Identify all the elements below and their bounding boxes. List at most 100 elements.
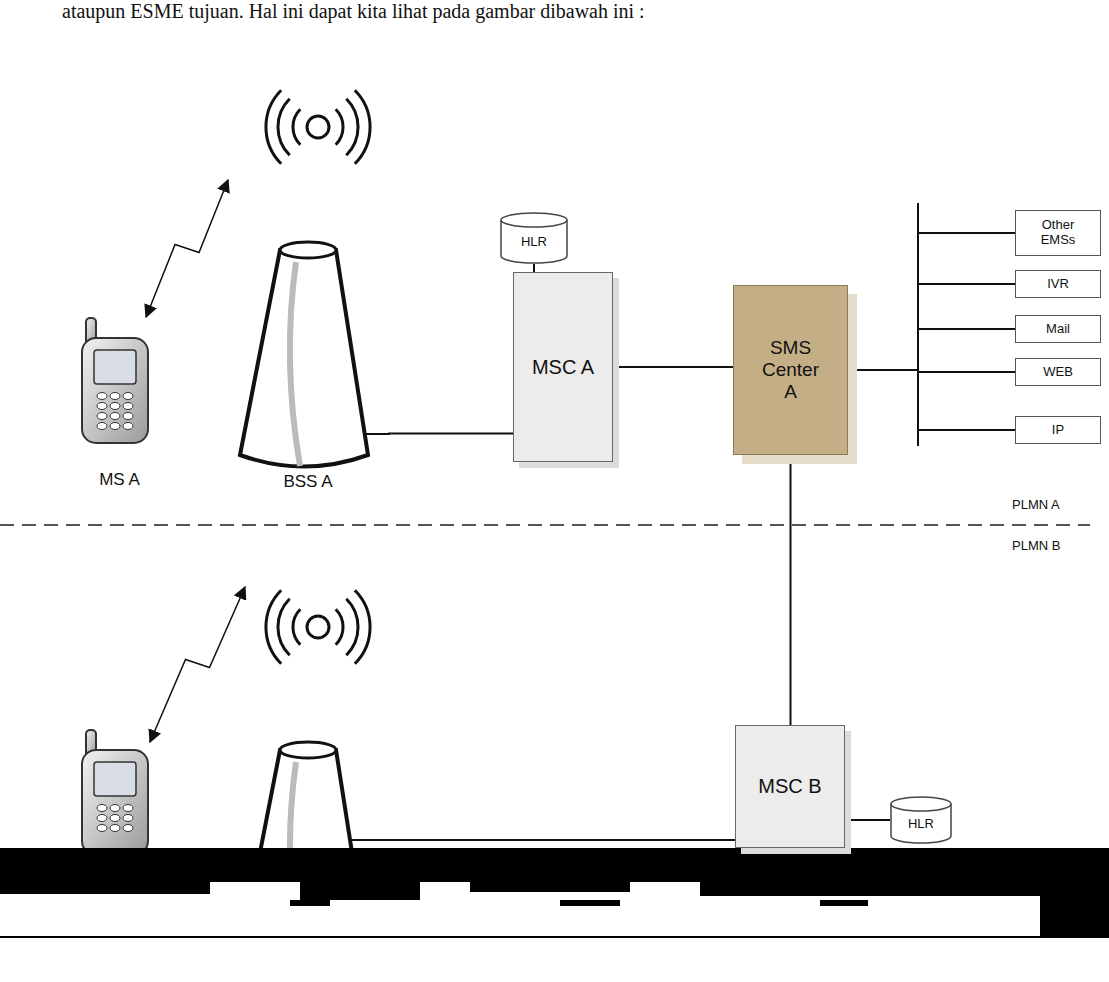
mobile-phone-part-part bbox=[123, 393, 133, 400]
radio-link bbox=[150, 587, 245, 742]
antenna-tower-part bbox=[266, 590, 281, 664]
database-cylinder: HLR bbox=[500, 212, 568, 264]
switch-box: MSC B bbox=[735, 725, 845, 848]
scan-noise-part bbox=[1040, 848, 1109, 938]
antenna-tower-part bbox=[266, 90, 281, 164]
box-label: SMS Center A bbox=[755, 337, 827, 403]
mobile-phone-part-part bbox=[123, 423, 133, 430]
mobile-phone-part bbox=[97, 805, 133, 832]
mobile-phone-part-part bbox=[97, 805, 107, 812]
mobile-phone-part-part bbox=[110, 805, 120, 812]
mobile-phone-part-part bbox=[110, 815, 120, 822]
mobile-phone-part bbox=[82, 750, 148, 848]
external-box: WEB bbox=[1015, 358, 1101, 386]
box-label: MSC A bbox=[532, 356, 594, 379]
scan-noise-part bbox=[0, 848, 1109, 882]
switch-box: MSC A bbox=[513, 272, 613, 462]
sms-center-box: SMS Center A bbox=[733, 285, 848, 455]
antenna-tower bbox=[240, 590, 370, 848]
scan-noise-part bbox=[300, 882, 420, 900]
radio-link bbox=[146, 180, 228, 317]
scan-noise-part bbox=[290, 900, 330, 906]
external-box: IP bbox=[1015, 416, 1101, 444]
mobile-station: MS A bbox=[72, 315, 167, 490]
wire bbox=[350, 839, 735, 841]
cylinder-top bbox=[891, 797, 951, 811]
body-text: ataupun ESME tujuan. Hal ini dapat kita … bbox=[62, 0, 645, 23]
box-label: Mail bbox=[1046, 322, 1070, 337]
network-label: PLMN A bbox=[1012, 497, 1060, 512]
antenna-tower-part bbox=[240, 750, 368, 848]
link-line bbox=[790, 455, 792, 725]
antenna-tower-part bbox=[336, 609, 343, 644]
antenna-tower-part bbox=[293, 609, 300, 644]
database-cylinder: HLR bbox=[890, 796, 952, 844]
mobile-phone-part-part bbox=[110, 423, 120, 430]
antenna-tower-part bbox=[336, 109, 343, 144]
base-station: BSS A bbox=[228, 100, 388, 492]
link-line bbox=[845, 819, 890, 821]
mobile-phone-part-part bbox=[123, 403, 133, 410]
mobile-phone-part-part bbox=[97, 423, 107, 430]
mobile-phone-part bbox=[97, 393, 133, 430]
scan-noise-part bbox=[0, 882, 210, 894]
mobile-phone-part bbox=[94, 762, 136, 796]
antenna-tower-part bbox=[280, 742, 336, 758]
box-label: MSC B bbox=[758, 775, 821, 798]
mobile-phone-part-part bbox=[97, 393, 107, 400]
scan-noise-part bbox=[560, 900, 620, 906]
scan-noise-part bbox=[820, 900, 868, 906]
mobile-phone bbox=[82, 318, 148, 443]
mobile-phone-part-part bbox=[97, 413, 107, 420]
box-label: IVR bbox=[1047, 277, 1069, 292]
mobile-phone bbox=[82, 730, 148, 848]
connectors bbox=[146, 180, 1015, 820]
antenna-tower-part bbox=[280, 242, 336, 258]
external-box: Other EMSs bbox=[1015, 210, 1101, 256]
antenna-tower-part bbox=[307, 616, 329, 638]
antenna-tower-part bbox=[293, 109, 300, 144]
mobile-phone-part bbox=[94, 350, 136, 384]
cylinder-top bbox=[501, 213, 567, 227]
antenna-tower-part bbox=[290, 762, 300, 848]
antenna-tower-part bbox=[307, 116, 329, 138]
mobile-phone-part-part bbox=[123, 825, 133, 832]
link-line bbox=[848, 329, 1015, 370]
box-label: WEB bbox=[1043, 365, 1073, 380]
antenna-tower-part bbox=[355, 90, 370, 164]
device-label: MS A bbox=[99, 470, 140, 490]
antenna-tower-part bbox=[365, 433, 390, 435]
network-label: PLMN B bbox=[1012, 538, 1060, 553]
box-label: IP bbox=[1052, 423, 1064, 438]
scan-noise-part bbox=[0, 936, 1040, 938]
mobile-phone-part-part bbox=[123, 805, 133, 812]
mobile-phone-part-part bbox=[123, 413, 133, 420]
mobile-phone-part-part bbox=[110, 393, 120, 400]
antenna-tower-part bbox=[278, 99, 290, 156]
scan-noise bbox=[0, 848, 1109, 938]
antenna-tower-part bbox=[355, 590, 370, 664]
plmn-separator bbox=[0, 524, 1090, 526]
scan-noise-part bbox=[470, 882, 630, 892]
link-line bbox=[613, 366, 733, 368]
link-line bbox=[848, 233, 1015, 370]
mobile-phone-part-part bbox=[110, 825, 120, 832]
mobile-phone-part-part bbox=[97, 825, 107, 832]
mobile-phone-part-part bbox=[110, 403, 120, 410]
external-box: IVR bbox=[1015, 270, 1101, 298]
box-label: HLR bbox=[521, 235, 547, 250]
mobile-phone-part-part bbox=[110, 413, 120, 420]
plmn-b-devices bbox=[82, 587, 735, 848]
antenna-tower-part bbox=[290, 262, 300, 466]
link-line bbox=[388, 433, 513, 435]
box-label: HLR bbox=[908, 817, 934, 832]
antenna-tower-part bbox=[278, 599, 290, 656]
antenna-tower-part bbox=[346, 99, 358, 156]
antenna-tower-part bbox=[240, 250, 368, 467]
box-label: Other EMSs bbox=[1030, 218, 1086, 248]
device-label: BSS A bbox=[283, 472, 332, 492]
external-box: Mail bbox=[1015, 315, 1101, 343]
